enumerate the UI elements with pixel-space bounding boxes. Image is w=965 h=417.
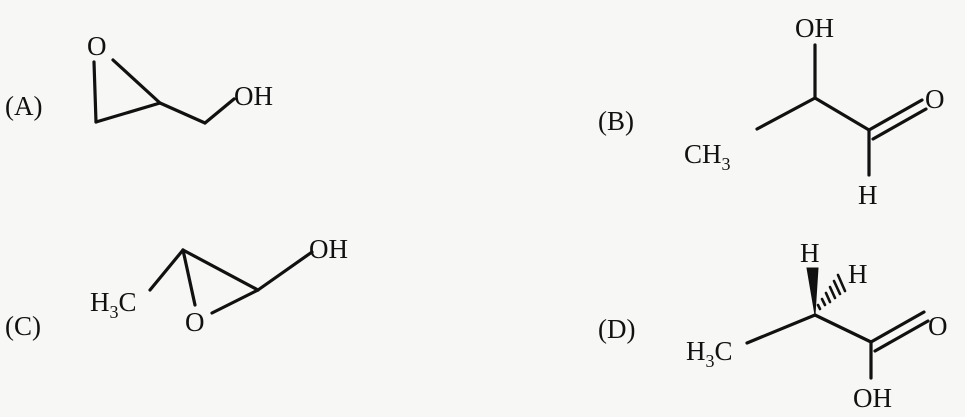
option-c-bond-c2-oh	[256, 250, 314, 292]
option-c-label: (C)	[5, 311, 41, 341]
option-b[interactable]: (B) OH O H CH3	[598, 13, 945, 210]
option-d-structure: H H H3C O OH	[686, 238, 948, 413]
option-d-methyl: H3C	[686, 336, 733, 371]
option-d-h-top: H	[800, 238, 820, 268]
option-b-methyl: CH3	[684, 139, 731, 174]
option-b-label: (B)	[598, 106, 634, 136]
option-a-bond-c2-ch2	[158, 101, 207, 125]
option-c-ring-bond-c2-o	[210, 288, 260, 315]
option-c-ring-bond-c1-c2	[181, 248, 260, 292]
option-d-label: (D)	[598, 314, 635, 344]
option-a-label: (A)	[5, 91, 42, 121]
option-d-carbonyl-bond-2	[873, 319, 930, 353]
option-b-bond-c2-cho	[813, 96, 871, 132]
option-a-structure: O OH	[87, 31, 273, 125]
option-c-ring-bond-c1-o	[181, 248, 197, 307]
option-d-hydroxyl: OH	[853, 383, 892, 413]
option-a-hydroxyl: OH	[234, 81, 273, 111]
option-b-hydroxyl: OH	[795, 13, 834, 43]
option-b-aldehyde-h: H	[858, 180, 878, 210]
option-a[interactable]: (A) O OH	[5, 31, 273, 125]
option-a-ring-bond-o-c1	[92, 60, 98, 124]
option-d-h-hashed: H	[848, 259, 868, 289]
option-c-hydroxyl: OH	[309, 234, 348, 264]
option-d[interactable]: (D) H H H3C O OH	[598, 238, 948, 413]
option-c-methyl: H3C	[90, 287, 137, 322]
option-a-ring-bond-c1-c2	[94, 101, 162, 124]
option-d-bond-ch3-c2	[745, 313, 817, 345]
option-b-carbonyl-bond-1	[867, 98, 924, 132]
option-c[interactable]: (C) H3C O OH	[5, 234, 348, 341]
option-d-bond-c2-cooh	[813, 313, 873, 344]
option-b-structure: OH O H CH3	[684, 13, 945, 210]
option-a-oxygen: O	[87, 31, 107, 61]
option-b-carbonyl-oxygen: O	[925, 84, 945, 114]
option-a-ring-bond-c2-o	[111, 58, 162, 105]
option-c-oxygen: O	[185, 307, 205, 337]
option-a-bond-ch2-oh	[203, 97, 236, 125]
option-c-structure: H3C O OH	[90, 234, 348, 337]
option-c-bond-ch3-c1	[148, 248, 185, 292]
option-d-wedge-bond	[806, 267, 819, 316]
option-d-carbonyl-bond-1	[869, 310, 926, 344]
option-d-carbonyl-oxygen: O	[928, 311, 948, 341]
option-b-bond-ch3-c2	[755, 96, 817, 131]
option-b-carbonyl-bond-2	[871, 107, 928, 141]
option-d-hash-bond	[816, 273, 847, 311]
